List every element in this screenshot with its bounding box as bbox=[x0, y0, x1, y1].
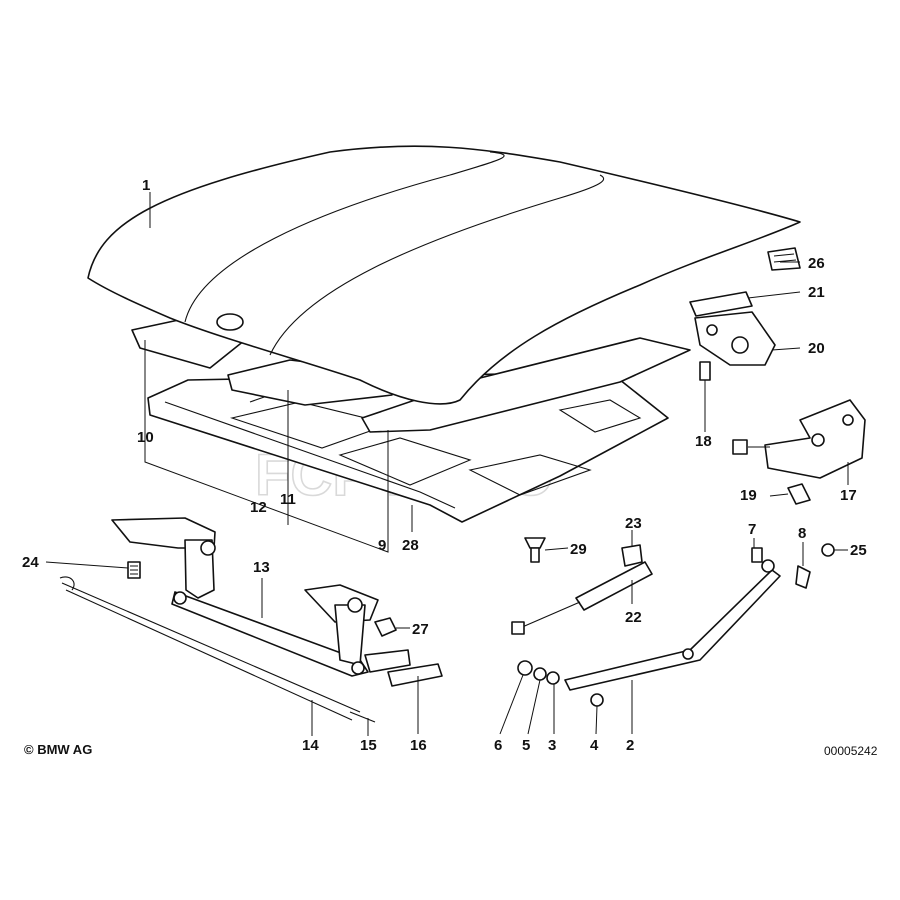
callout-8: 8 bbox=[798, 525, 806, 542]
callout-2: 2 bbox=[626, 737, 634, 754]
diagram-code: 00005242 bbox=[824, 744, 878, 758]
callout-27: 27 bbox=[412, 621, 429, 638]
callout-11: 11 bbox=[280, 491, 296, 508]
hood-hinge-assembly bbox=[111, 517, 411, 677]
support-rod bbox=[564, 559, 781, 691]
callout-24: 24 bbox=[22, 554, 39, 571]
release-lever bbox=[387, 663, 443, 687]
assembly-bracket-lines bbox=[144, 340, 389, 553]
gas-strut bbox=[511, 544, 653, 635]
callout-22: 22 bbox=[625, 609, 642, 626]
hood-hinge-bracket bbox=[689, 291, 776, 366]
callout-7: 7 bbox=[748, 521, 756, 538]
callout-18: 18 bbox=[695, 433, 712, 450]
callout-26: 26 bbox=[808, 255, 825, 272]
callout-25: 25 bbox=[850, 542, 867, 559]
callout-15: 15 bbox=[360, 737, 377, 754]
callout-1: 1 bbox=[142, 177, 150, 194]
callout-labels: 1 26 21 20 18 19 17 10 11 9 12 28 29 23 … bbox=[22, 177, 867, 754]
callout-16: 16 bbox=[410, 737, 427, 754]
callout-4: 4 bbox=[590, 737, 599, 754]
callout-12: 12 bbox=[250, 499, 267, 516]
callout-10: 10 bbox=[137, 429, 154, 446]
callout-20: 20 bbox=[808, 340, 825, 357]
leader-lines bbox=[45, 192, 849, 736]
callout-21: 21 bbox=[808, 284, 825, 301]
clip-19 bbox=[787, 483, 811, 505]
stud-29 bbox=[524, 537, 546, 563]
callout-17: 17 bbox=[840, 487, 857, 504]
callout-3: 3 bbox=[548, 737, 556, 754]
callout-13: 13 bbox=[253, 559, 270, 576]
release-cable bbox=[59, 576, 376, 723]
callout-19: 19 bbox=[740, 487, 757, 504]
copyright-notice: © BMW AG bbox=[24, 742, 93, 757]
callout-9: 9 bbox=[378, 537, 386, 554]
nut-27 bbox=[374, 617, 397, 637]
hood-panel bbox=[87, 145, 801, 405]
callout-5: 5 bbox=[522, 737, 530, 754]
callout-14: 14 bbox=[302, 737, 319, 754]
callout-29: 29 bbox=[570, 541, 587, 558]
callout-23: 23 bbox=[625, 515, 642, 532]
bolt-24 bbox=[127, 561, 141, 579]
callout-28: 28 bbox=[402, 537, 419, 554]
lock-bracket bbox=[764, 399, 866, 479]
callout-6: 6 bbox=[494, 737, 502, 754]
hood-stop-26 bbox=[767, 247, 801, 271]
insulation-pad-right bbox=[361, 337, 691, 433]
